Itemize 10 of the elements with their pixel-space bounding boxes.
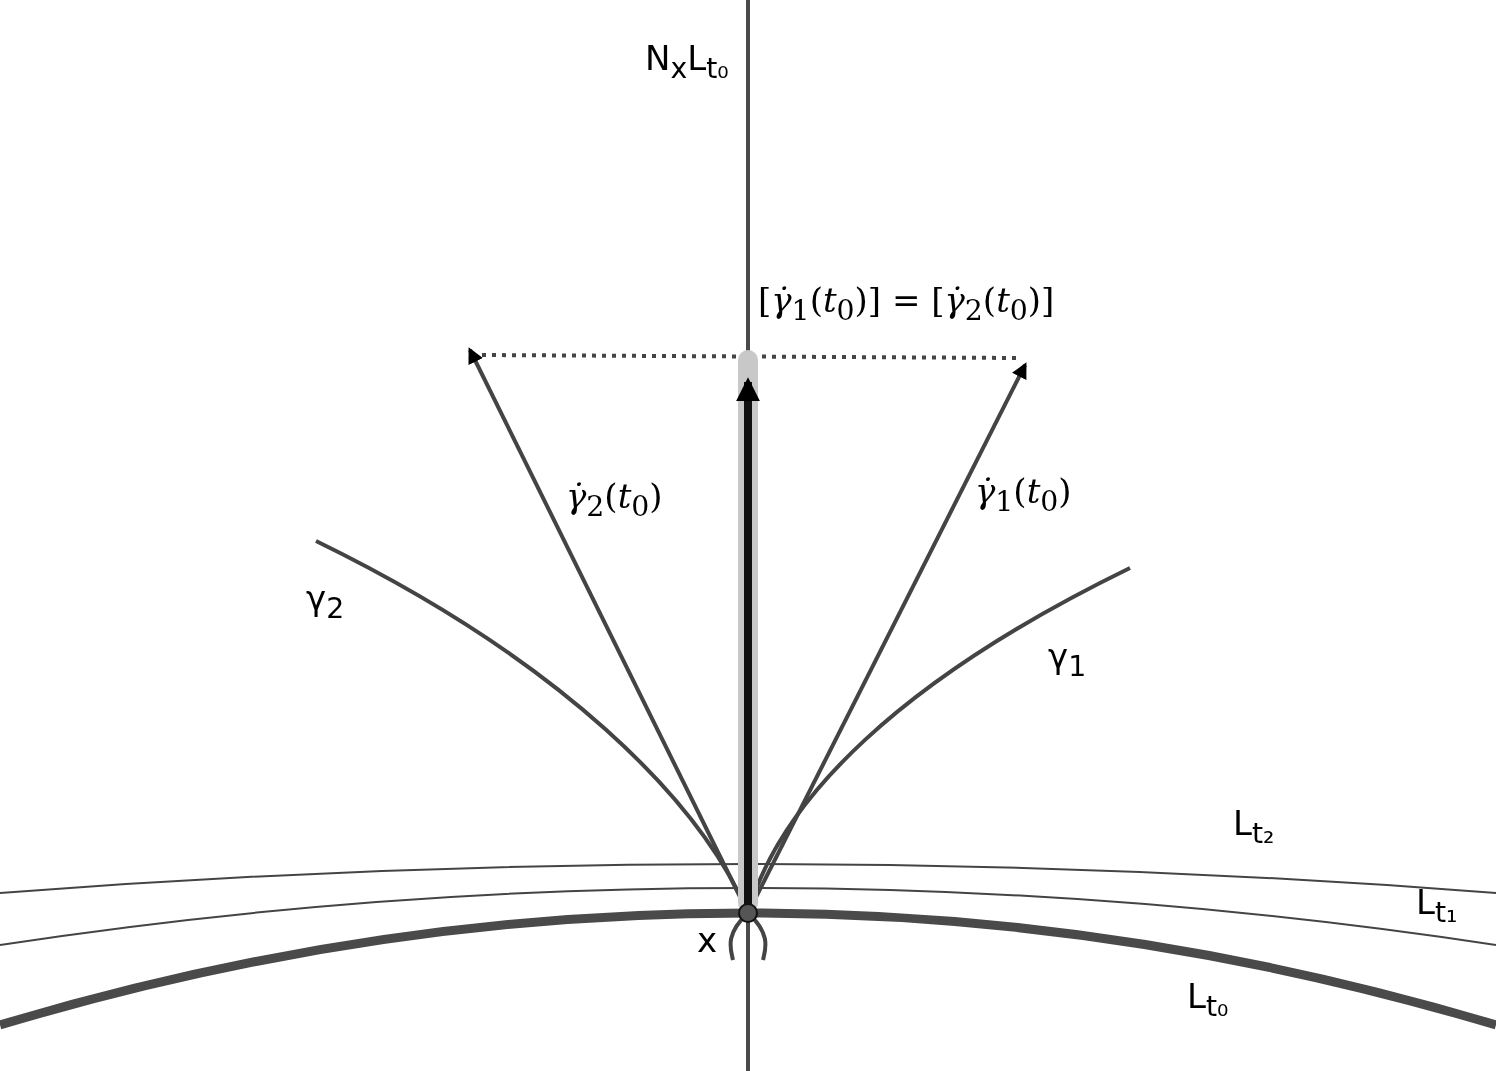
- math-label: x: [697, 922, 718, 960]
- math-label: L$_{t₁}$: [1416, 884, 1458, 928]
- math-label: γ̇$_{1}$(t$_{0}$): [975, 473, 1072, 517]
- math-label: γ̇$_{2}$(t$_{0}$): [566, 478, 663, 522]
- math-label: L$_{t₂}$: [1233, 805, 1275, 849]
- math-label: N$_{x}$L$_{t₀}$: [645, 40, 729, 84]
- math-label: L$_{t₀}$: [1187, 978, 1229, 1022]
- math-label: [γ̇$_{1}$(t$_{0}$)] = [γ̇$_{2}$(t$_{0}$)]: [758, 282, 1055, 326]
- math-label: γ$_{1}$: [1048, 638, 1087, 682]
- math-label: γ$_{2}$: [306, 580, 345, 624]
